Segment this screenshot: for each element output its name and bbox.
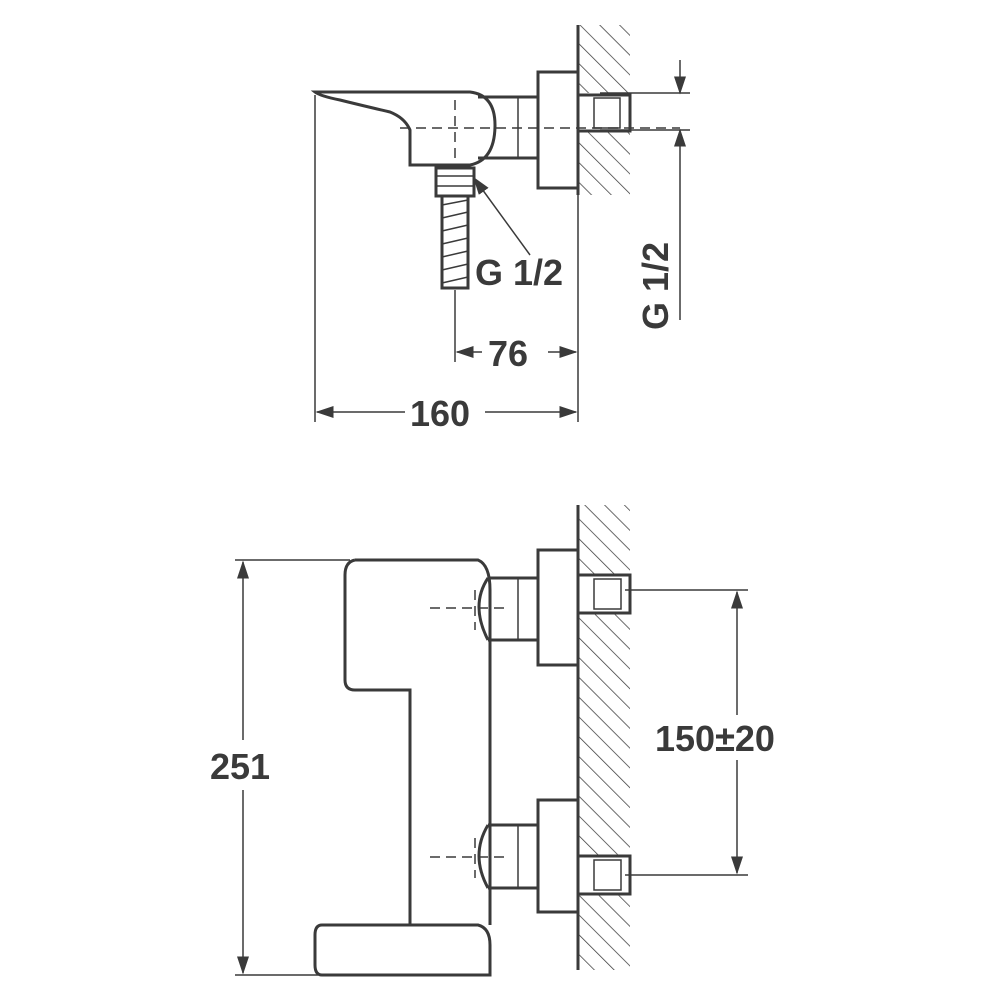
mixer-body bbox=[310, 90, 680, 167]
outlet-thread-callout: G 1/2 bbox=[473, 176, 563, 293]
wall-hatch-top bbox=[576, 25, 630, 195]
front-view: 251 150±20 bbox=[210, 505, 775, 977]
dimension-251-label: 251 bbox=[210, 746, 270, 787]
dimension-150: 150±20 bbox=[625, 589, 775, 876]
inlet-thread-label: G 1/2 bbox=[635, 242, 676, 330]
dimension-251: 251 bbox=[210, 559, 350, 976]
dimension-76: 76 bbox=[454, 195, 579, 422]
dimension-160-label: 160 bbox=[410, 393, 470, 434]
inlet-thread-dimension: G 1/2 bbox=[600, 60, 690, 330]
upper-inlet-connector bbox=[430, 548, 632, 667]
dimension-76-label: 76 bbox=[488, 333, 528, 374]
dimension-160: 160 bbox=[314, 95, 578, 434]
outlet-hose bbox=[434, 166, 476, 290]
dimension-150-label: 150±20 bbox=[655, 718, 775, 759]
outlet-thread-label: G 1/2 bbox=[475, 252, 563, 293]
side-view: G 1/2 G 1/2 76 160 bbox=[310, 25, 690, 434]
mixer-body-front bbox=[313, 558, 492, 977]
